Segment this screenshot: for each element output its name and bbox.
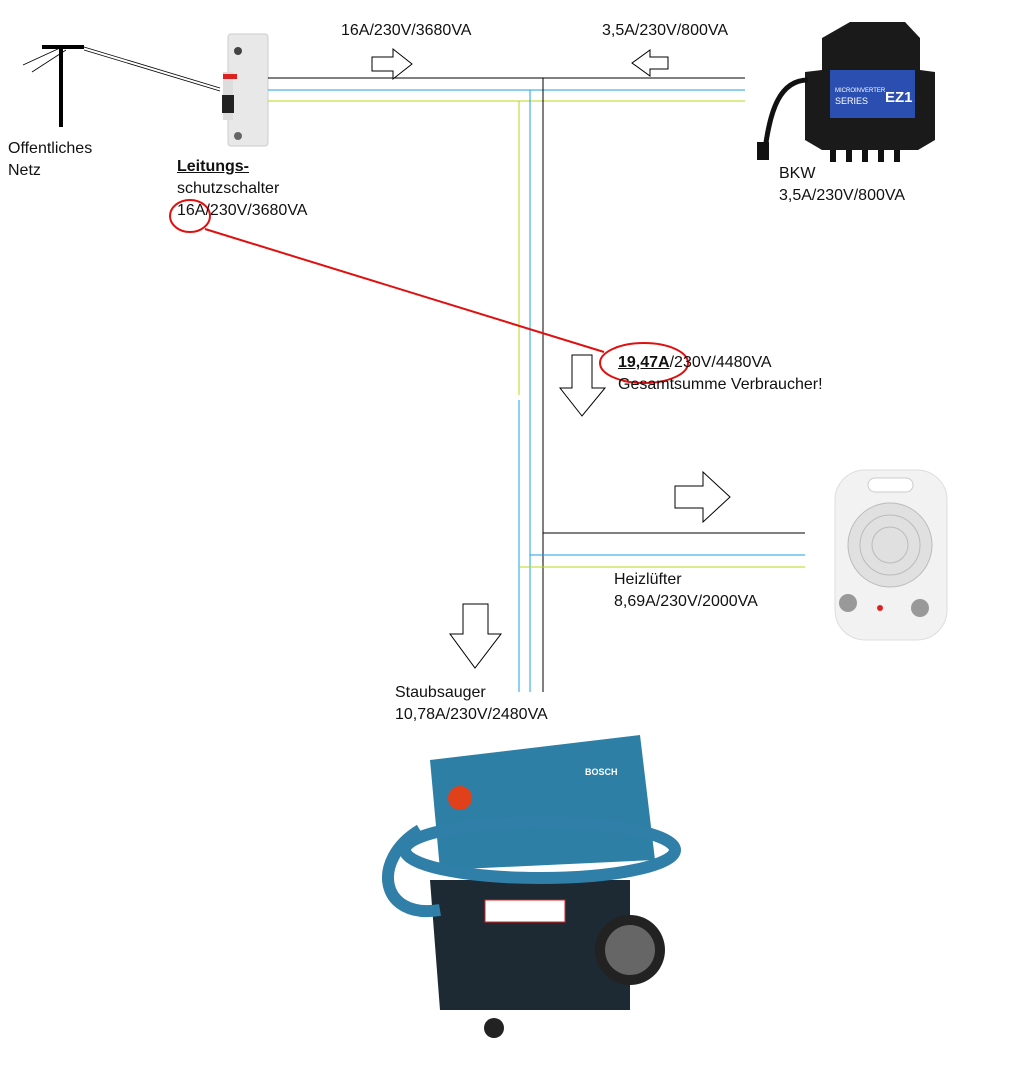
total-note: Gesamtsumme Verbraucher! — [618, 376, 823, 393]
arrow-down-icon — [449, 603, 503, 669]
vacuum-cleaner-icon: BOSCH — [382, 735, 681, 1038]
arrow-right-icon — [371, 47, 413, 81]
arrow-down-icon — [558, 354, 607, 417]
heater-rating: 8,69A/230V/2000VA — [614, 593, 758, 610]
fan-heater-icon — [834, 469, 948, 641]
bkw-flow-label: 3,5A/230V/800VA — [602, 22, 729, 39]
total-rating: /230V/4480VA — [669, 354, 772, 371]
grid-flow-label: 16A/230V/3680VA — [341, 22, 472, 39]
grid-label: Offentliches Netz — [8, 138, 92, 182]
heater-name: Heizlüfter — [614, 571, 682, 588]
breaker-rating: /230V/3680VA — [205, 202, 308, 219]
vacuum-brand: BOSCH — [585, 767, 618, 777]
bkw-name: BKW — [779, 165, 816, 182]
bkw-rating: 3,5A/230V/800VA — [779, 187, 906, 204]
highlight-annotation — [169, 199, 689, 384]
inverter-label-series: SERIES — [835, 96, 868, 106]
bkw-label: BKW 3,5A/230V/800VA — [779, 163, 905, 207]
vacuum-name: Staubsauger — [395, 684, 486, 701]
main-wires — [268, 77, 805, 692]
vacuum-label: Staubsauger 10,78A/230V/2480VA — [395, 682, 548, 726]
arrow-right-icon — [674, 470, 731, 524]
utility-pole-icon — [22, 45, 221, 127]
vacuum-rating: 10,78A/230V/2480VA — [395, 706, 548, 723]
total-label: 19,47A/230V/4480VA Gesamtsumme Verbrauch… — [618, 352, 823, 396]
inverter-label-model: EZ1 — [885, 89, 913, 106]
grid-label-line1: Offentliches — [8, 140, 93, 157]
inverter-label-brand: MICROINVERTER — [835, 88, 886, 94]
arrow-left-icon — [631, 49, 669, 77]
heater-label: Heizlüfter 8,69A/230V/2000VA — [614, 569, 758, 613]
breaker-title: Leitungs- — [177, 158, 249, 175]
circuit-breaker-icon — [222, 33, 269, 147]
breaker-subtitle: schutzschalter — [177, 180, 280, 197]
breaker-current: 16A — [177, 202, 206, 219]
breaker-label: Leitungs- schutzschalter 16A/230V/3680VA — [177, 156, 307, 222]
grid-label-line2: Netz — [8, 162, 41, 179]
microinverter-icon: MICROINVERTER SERIES EZ1 — [757, 22, 935, 162]
total-current: 19,47A — [618, 354, 670, 371]
